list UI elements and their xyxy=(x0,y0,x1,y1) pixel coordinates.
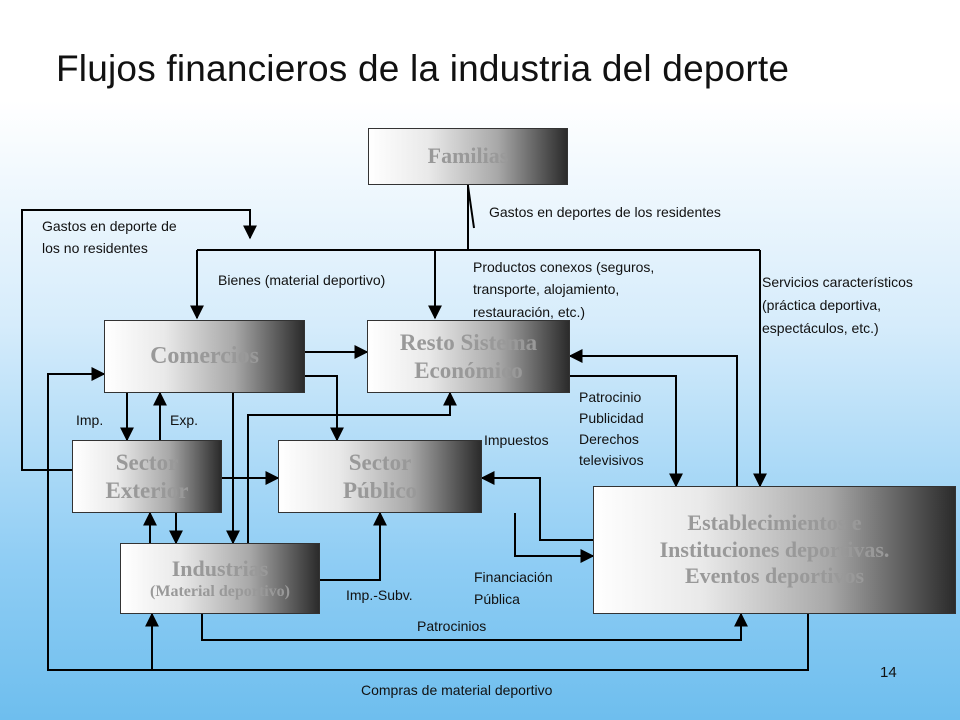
box-comercios: Comercios xyxy=(104,320,305,393)
box-establecimientos-line1: Establecimientos e xyxy=(687,510,862,536)
arrow-compras-to-comercios xyxy=(47,367,152,671)
arrow-financiacion-publica xyxy=(514,513,595,563)
label-patrocinio: Patrocinio xyxy=(579,389,642,405)
box-exterior-line1: Sector xyxy=(115,449,179,475)
box-industrias-line2: (Material deportivo) xyxy=(150,583,290,601)
label-televisivos: televisivos xyxy=(579,452,644,468)
box-resto-sistema: Resto Sistema Económico xyxy=(367,320,570,393)
label-servicios-1: Servicios característicos xyxy=(762,274,913,290)
label-exp: Exp. xyxy=(170,412,199,428)
label-financiacion-1: Financiación xyxy=(474,569,553,585)
label-gastos-no-residentes-2: los no residentes xyxy=(42,239,148,256)
label-compras: Compras de material deportivo xyxy=(361,682,553,698)
arrow-imp-subv xyxy=(320,511,387,581)
box-comercios-label: Comercios xyxy=(150,343,259,370)
label-gastos-no-residentes-1: Gastos en deporte de xyxy=(42,218,177,234)
arrow-compras-to-industrias xyxy=(145,612,809,671)
label-financiacion-2: Pública xyxy=(474,590,520,607)
box-establecimientos-line3: Eventos deportivos xyxy=(684,563,865,589)
label-servicios: Servicios característicos (práctica depo… xyxy=(762,271,913,340)
label-servicios-3: espectáculos, etc.) xyxy=(762,320,879,337)
label-imp-subv: Imp.-Subv. xyxy=(346,587,413,603)
arrow-patrocinio-publicidad xyxy=(570,375,683,488)
label-gastos-no-residentes: Gastos en deporte de los no residentes xyxy=(42,216,177,259)
box-industrias-line1: Industrias xyxy=(171,555,269,581)
box-publico-line1: Sector xyxy=(348,449,412,475)
label-imp: Imp. xyxy=(76,412,104,428)
label-productos-2: transporte, alojamiento, xyxy=(473,281,620,298)
label-productos-1: Productos conexos (seguros, xyxy=(473,259,655,275)
box-resto-line1: Resto Sistema xyxy=(399,329,538,355)
label-servicios-2: (práctica deportiva, xyxy=(762,297,882,314)
arrow-impuestos xyxy=(480,471,593,541)
label-productos-conexos: Productos conexos (seguros, transporte, … xyxy=(473,256,654,323)
box-industrias: Industrias (Material deportivo) xyxy=(120,543,320,614)
familias-tick xyxy=(467,185,475,229)
label-financiacion-publica: Financiación Pública xyxy=(474,567,553,610)
box-sector-exterior: Sector Exterior xyxy=(72,440,222,513)
box-publico-line2: Público xyxy=(342,477,418,503)
box-resto-line2: Económico xyxy=(414,357,523,383)
arrow-comercios-to-publico xyxy=(305,375,344,442)
label-productos-3: restauración, etc.) xyxy=(473,303,586,320)
box-familias-label: Familias xyxy=(427,143,509,169)
arrow-no-residentes xyxy=(21,209,257,471)
box-familias: Familias xyxy=(368,128,568,185)
arrow-establecimientos-to-resto xyxy=(568,349,738,486)
box-establecimientos-line2: Instituciones deportivas. xyxy=(659,536,890,562)
label-patrocinio-publicidad: Patrocinio Publicidad Derechos televisiv… xyxy=(579,387,644,471)
label-gastos-residentes: Gastos en deportes de los residentes xyxy=(489,204,721,220)
box-establecimientos: Establecimientos e Instituciones deporti… xyxy=(593,486,956,614)
box-sector-publico: Sector Público xyxy=(278,440,482,513)
box-exterior-line2: Exterior xyxy=(105,477,189,503)
label-patrocinios: Patrocinios xyxy=(417,618,487,634)
label-bienes: Bienes (material deportivo) xyxy=(218,272,386,288)
label-derechos: Derechos xyxy=(579,431,639,447)
label-impuestos: Impuestos xyxy=(484,432,549,448)
page-title: Flujos financieros de la industria del d… xyxy=(56,48,790,89)
label-publicidad: Publicidad xyxy=(579,410,644,426)
arrow-patrocinios xyxy=(201,612,748,641)
page-number: 14 xyxy=(880,664,897,681)
